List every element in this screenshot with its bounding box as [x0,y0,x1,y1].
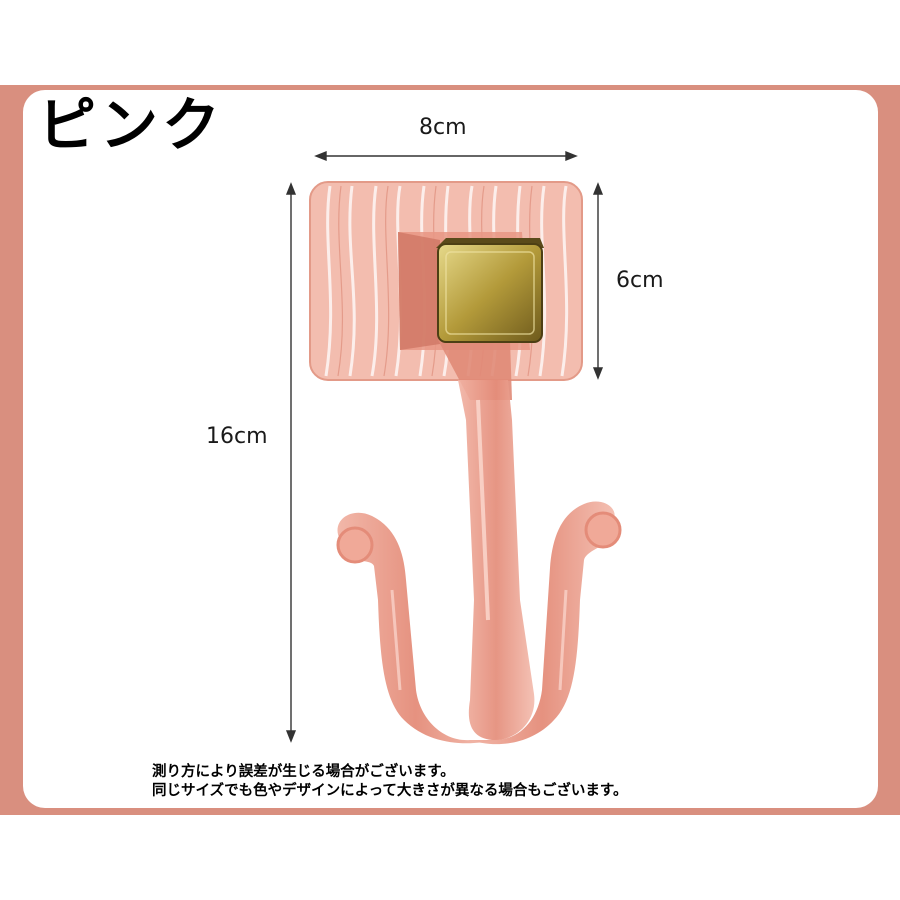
width-label: 8cm [419,115,467,140]
plate-height-label: 6cm [616,268,664,293]
plate-height-dimension-arrow [592,182,604,380]
hook-body [336,340,622,745]
color-title: ピンク [38,91,225,159]
metal-cap-block [436,238,544,343]
total-height-label: 16cm [206,424,268,449]
total-height-dimension-arrow [285,182,297,743]
note-line-2: 同じサイズでも色やデザインによって大きさが異なる場合もございます。 [152,783,628,799]
width-dimension-arrow [314,150,578,162]
note-line-1: 測り方により誤差が生じる場合がございます。 [152,764,455,780]
